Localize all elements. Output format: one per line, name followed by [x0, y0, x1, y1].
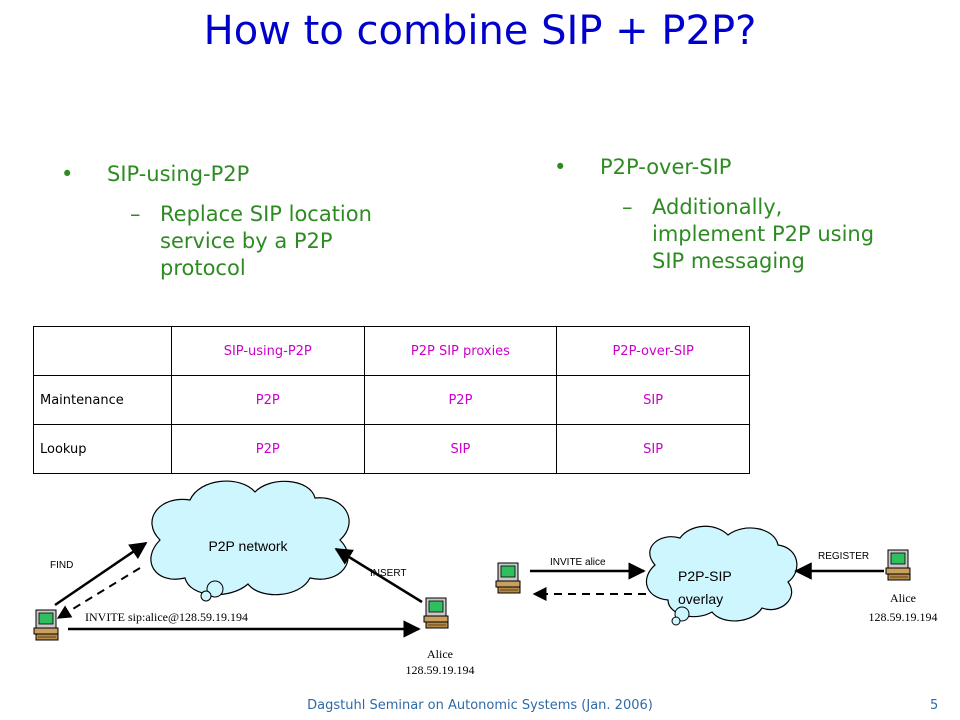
overlay-label-line-2: overlay — [678, 591, 723, 607]
register-label: REGISTER — [818, 551, 869, 562]
p2p-network-cloud — [150, 480, 350, 596]
comparison-table: SIP-using-P2P P2P SIP proxies P2P-over-S… — [33, 326, 750, 474]
overlay-label-line-1: P2P-SIP — [678, 568, 732, 584]
left-bullet-text: SIP-using-P2P — [107, 162, 250, 186]
bullet-dot: • — [61, 162, 74, 186]
table-row: Lookup P2P SIP SIP — [33, 424, 750, 474]
left-sub-line-2: service by a P2P — [160, 229, 333, 253]
left-sub-line-1: Replace SIP location — [160, 202, 372, 226]
table-cell: P2P — [170, 424, 365, 474]
left-bullet: • SIP-using-P2P — [61, 161, 427, 188]
right-sub-line-1: Additionally, — [652, 195, 783, 219]
right-sub-line-2: implement P2P using — [652, 222, 875, 246]
table-header-cell: P2P SIP proxies — [363, 326, 558, 376]
alice-computer-icon — [885, 549, 911, 581]
alice-ip: 128.59.19.194 — [406, 663, 475, 677]
table-row-label: Lookup — [33, 424, 172, 474]
left-sub-bullet: – Replace SIP location service by a P2P … — [130, 201, 450, 282]
alice-ip: 128.59.19.194 — [869, 610, 938, 624]
right-bullet-text: P2P-over-SIP — [600, 155, 732, 179]
invite-label: INVITE sip:alice@128.59.19.194 — [85, 610, 248, 624]
left-diagram: P2P network FIND INSERT INVITE sip:alice… — [33, 480, 475, 677]
table-row-label: Maintenance — [33, 375, 172, 425]
table-header-row: SIP-using-P2P P2P SIP proxies P2P-over-S… — [33, 326, 750, 376]
alice-name: Alice — [427, 647, 453, 661]
insert-label: INSERT — [370, 568, 407, 579]
caller-computer-icon — [33, 609, 59, 641]
find-label: FIND — [50, 560, 73, 571]
alice-name: Alice — [890, 591, 916, 605]
sub-bullet-dash: – — [130, 202, 141, 226]
right-diagram: P2P-SIP overlay INVITE alice REGISTER Al… — [495, 525, 938, 626]
invite-alice-label: INVITE alice — [550, 557, 606, 568]
p2p-network-label: P2P network — [208, 538, 288, 554]
caller-computer-icon — [495, 562, 521, 594]
slide-title: How to combine SIP + P2P? — [203, 8, 757, 54]
right-sub-bullet: – Additionally, implement P2P using SIP … — [622, 194, 942, 275]
right-bullet: • P2P-over-SIP — [554, 154, 920, 181]
right-sub-line-3: SIP messaging — [652, 249, 805, 273]
left-sub-line-3: protocol — [160, 256, 246, 280]
table-header-cell — [33, 326, 172, 376]
page-number: 5 — [930, 698, 939, 713]
table-cell: P2P — [363, 375, 558, 425]
table-header-cell: P2P-over-SIP — [556, 326, 750, 376]
sub-bullet-dash: – — [622, 195, 633, 219]
table-cell: SIP — [363, 424, 558, 474]
table-cell: SIP — [556, 424, 750, 474]
alice-computer-icon — [423, 597, 449, 629]
bullet-dot: • — [554, 155, 567, 179]
table-header-cell: SIP-using-P2P — [170, 326, 365, 376]
slide-footer: Dagstuhl Seminar on Autonomic Systems (J… — [307, 698, 653, 713]
